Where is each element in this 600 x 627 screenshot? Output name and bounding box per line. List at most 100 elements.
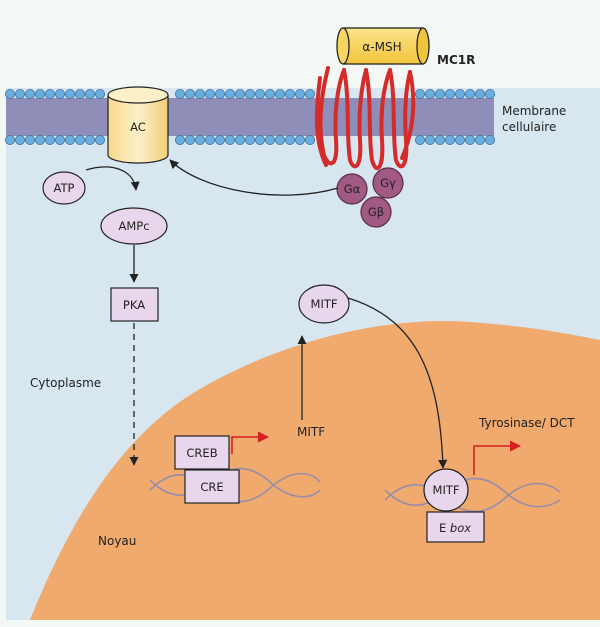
phospholipid-head (65, 89, 76, 100)
g-protein-to-ac-arrow (169, 159, 339, 196)
phospholipid-head (55, 89, 66, 100)
ebox-label: E box (439, 521, 471, 535)
phospholipid-head (284, 134, 295, 145)
g-alpha-subunit (336, 173, 368, 205)
phospholipid-head (174, 89, 185, 100)
phospholipid-head (434, 89, 445, 100)
membrane-label-line2: cellulaire (502, 120, 556, 134)
phospholipid-head (35, 89, 46, 100)
phospholipid-head (484, 89, 495, 100)
g-gamma-subunit (372, 167, 404, 199)
phospholipid-head (304, 134, 315, 145)
phospholipid-head (484, 134, 495, 145)
ampc-node (100, 207, 168, 245)
phospholipid-head (204, 134, 215, 145)
mitf-bound-label: MITF (433, 483, 460, 497)
ampc-label: AMPc (118, 219, 149, 233)
mitf-import-arrow (347, 297, 448, 469)
phospholipid-head (214, 134, 225, 145)
phospholipid-head (474, 89, 485, 100)
phospholipid-head (284, 89, 295, 100)
phospholipid-head (224, 134, 235, 145)
phospholipid-head (244, 134, 255, 145)
phospholipid-head (274, 134, 285, 145)
alpha-msh-label: α-MSH (362, 40, 401, 54)
phospholipid-head (194, 89, 205, 100)
pka-label: PKA (123, 298, 145, 312)
phospholipid-head (414, 134, 425, 145)
adenylate-cyclase: AC (107, 86, 169, 164)
phospholipid-head (75, 134, 86, 145)
g-beta-subunit (360, 196, 392, 228)
mc1r-receptor (314, 66, 416, 171)
phospholipid-head (234, 134, 245, 145)
pka-node (110, 287, 159, 322)
phospholipid-head (424, 134, 435, 145)
phospholipid-head (24, 89, 35, 100)
phospholipid-head (454, 134, 465, 145)
nucleus-region (30, 320, 600, 620)
phospholipid-head (454, 89, 465, 100)
atp-to-ampc-arrow (85, 166, 140, 191)
phospholipid-head (45, 89, 56, 100)
phospholipid-head (184, 89, 195, 100)
mitf-bound-node (423, 468, 469, 512)
cell-membrane (5, 89, 495, 145)
phospholipid-head (234, 89, 245, 100)
phospholipid-head (274, 89, 285, 100)
phospholipid-head (464, 89, 475, 100)
phospholipid-head (5, 89, 15, 100)
phospholipid-head (95, 134, 106, 145)
ac-label: AC (130, 120, 146, 134)
phospholipid-head (474, 134, 485, 145)
phospholipid-head (304, 89, 315, 100)
phospholipid-head (264, 134, 275, 145)
mitf-gene-label: MITF (297, 425, 325, 439)
atp-label: ATP (54, 181, 75, 195)
phospholipid-head (24, 134, 35, 145)
cytoplasme-label: Cytoplasme (30, 376, 101, 390)
g-alpha-label: Gα (344, 182, 361, 196)
phospholipid-head (85, 89, 96, 100)
phospholipid-head (85, 134, 96, 145)
tyrosinase-dct-label: Tyrosinase/ DCT (478, 416, 575, 430)
g-gamma-label: Gγ (380, 176, 396, 190)
noyau-label: Noyau (98, 534, 136, 548)
phospholipid-head (224, 89, 235, 100)
phospholipid-head (244, 89, 255, 100)
creb-label: CREB (186, 446, 217, 460)
ebox-node (426, 511, 485, 543)
phospholipid-head (214, 89, 225, 100)
atp-node (42, 171, 86, 205)
g-protein-complex: Gα Gγ Gβ (336, 167, 404, 228)
phospholipid-head (444, 89, 455, 100)
creb-transcription-arrow (231, 431, 270, 454)
phospholipid-head (414, 89, 425, 100)
phospholipid-head (294, 134, 305, 145)
alpha-msh-ligand: α-MSH (336, 27, 430, 65)
mc1r-label: MC1R (437, 53, 475, 67)
phospholipid-head (254, 134, 265, 145)
phospholipid-head (45, 134, 56, 145)
phospholipid-head (294, 89, 305, 100)
phospholipid-head (424, 89, 435, 100)
phospholipid-head (434, 134, 445, 145)
creb-node (174, 435, 230, 470)
phospholipid-head (184, 134, 195, 145)
phospholipid-head (194, 134, 205, 145)
tyrosinase-transcription-arrow (473, 440, 522, 475)
phospholipid-head (444, 134, 455, 145)
cre-node (184, 469, 240, 504)
phospholipid-head (14, 134, 25, 145)
phospholipid-head (14, 89, 25, 100)
phospholipid-head (254, 89, 265, 100)
cre-label: CRE (200, 480, 223, 494)
phospholipid-head (264, 89, 275, 100)
phospholipid-head (174, 134, 185, 145)
phospholipid-head (35, 134, 46, 145)
dna-strand-right (384, 477, 561, 513)
g-beta-label: Gβ (368, 205, 384, 219)
mitf-cytoplasm-label: MITF (311, 297, 338, 311)
